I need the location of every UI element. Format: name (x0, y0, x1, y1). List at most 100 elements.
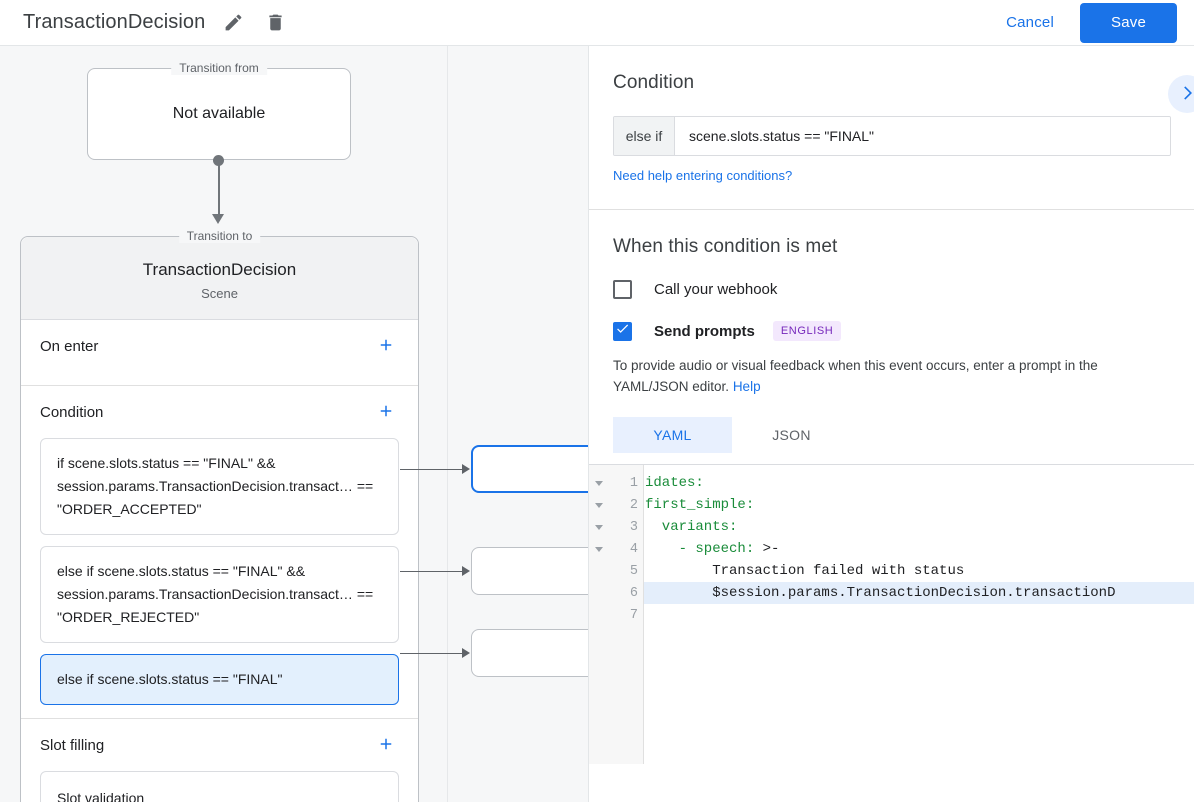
flow-canvas[interactable]: Transition from Not available Transition… (0, 46, 588, 802)
gutter-line[interactable]: 4 (589, 538, 643, 560)
transition-to-header[interactable]: Transition to TransactionDecision Scene (21, 229, 418, 320)
pencil-icon (223, 12, 244, 33)
section-on-enter: On enter (21, 320, 418, 386)
tab-yaml[interactable]: YAML (613, 417, 732, 453)
slot-validation-chip[interactable]: Slot validation (40, 771, 399, 802)
transition-to-subtitle: Scene (201, 286, 238, 301)
plus-icon (377, 402, 395, 423)
cancel-button[interactable]: Cancel (996, 6, 1064, 39)
connector-line (218, 160, 220, 218)
section-title-on-enter: On enter (40, 337, 99, 355)
section-header: Slot filling (21, 719, 418, 771)
plus-icon (377, 336, 395, 357)
code-line[interactable]: idates: (644, 472, 1194, 494)
line-number: 3 (629, 519, 638, 535)
edge-line (400, 571, 463, 572)
tab-json[interactable]: JSON (732, 417, 851, 453)
condition-chip[interactable]: if scene.slots.status == "FINAL" && sess… (40, 438, 399, 535)
prompts-help-link[interactable]: Help (732, 379, 761, 394)
line-number: 6 (629, 585, 638, 601)
gutter-line[interactable]: 6 (589, 582, 643, 604)
code-token-rest: >- (754, 541, 780, 557)
condition-chip[interactable]: else if scene.slots.status == "FINAL" &&… (40, 546, 399, 643)
section-header: Condition (21, 386, 418, 438)
webhook-row: Call your webhook (613, 280, 1170, 299)
condition-help-link[interactable]: Need help entering conditions? (613, 168, 793, 183)
gutter-line[interactable]: 2 (589, 494, 643, 516)
edge-arrow-icon (462, 464, 470, 474)
code-line-active[interactable]: $session.params.TransactionDecision.tran… (644, 582, 1194, 604)
chevron-right-icon (1177, 83, 1194, 106)
send-prompts-row: Send prompts ENGLISH (613, 321, 1170, 341)
panel-heading-condition: Condition (613, 72, 695, 93)
send-prompts-label: Send prompts (654, 322, 755, 340)
call-webhook-label: Call your webhook (654, 281, 778, 298)
transition-to-legend: Transition to (178, 229, 261, 243)
section-title-condition: Condition (40, 403, 104, 421)
code-line[interactable]: first_simple: (644, 494, 1194, 516)
fold-arrow-icon[interactable] (595, 502, 603, 508)
condition-chip-selected[interactable]: else if scene.slots.status == "FINAL" (40, 654, 399, 705)
editor-code-area[interactable]: idates: first_simple: variants: - speech… (644, 465, 1194, 764)
edge-line (400, 469, 463, 470)
code-editor[interactable]: 1 2 3 4 5 6 7 idates: first_simple: vari… (589, 464, 1194, 764)
when-condition-met-section: When this condition is met Call your web… (589, 210, 1194, 764)
code-line[interactable]: - speech: >- (644, 538, 1194, 560)
target-node[interactable] (471, 629, 588, 677)
section-header: On enter (21, 320, 418, 372)
check-icon (615, 321, 630, 341)
edit-name-button[interactable] (219, 9, 247, 37)
condition-field-row: else if (613, 116, 1171, 156)
target-node[interactable] (471, 445, 588, 493)
gutter-line[interactable]: 3 (589, 516, 643, 538)
transition-to-title: TransactionDecision (142, 260, 297, 279)
page-title: TransactionDecision (23, 11, 206, 33)
line-number: 7 (629, 607, 638, 623)
line-number: 1 (629, 475, 638, 491)
line-number: 2 (629, 497, 638, 513)
panel-heading-when-met: When this condition is met (613, 236, 838, 257)
transition-from-box[interactable]: Transition from Not available (87, 61, 351, 160)
gutter-line[interactable]: 1 (589, 472, 643, 494)
send-prompts-checkbox[interactable] (613, 321, 632, 341)
fold-arrow-icon[interactable] (595, 546, 603, 552)
call-webhook-checkbox[interactable] (613, 280, 632, 299)
condition-section: Condition else if Need help entering con… (589, 46, 1194, 210)
target-node[interactable] (471, 547, 588, 595)
editor-gutter: 1 2 3 4 5 6 7 (589, 465, 644, 764)
add-condition-button[interactable] (373, 399, 399, 425)
section-title-slot-filling: Slot filling (40, 736, 105, 754)
code-token-rest: $session.params.TransactionDecision.tran… (645, 585, 1116, 601)
prompts-hint: To provide audio or visual feedback when… (613, 355, 1170, 397)
editor-format-tabs: YAML JSON (613, 417, 1170, 453)
line-number: 4 (629, 541, 638, 557)
fold-arrow-icon[interactable] (595, 480, 603, 486)
canvas-gridline (447, 46, 448, 802)
code-line[interactable]: Transaction failed with status (644, 560, 1194, 582)
section-condition: Condition if scene.slots.status == "FINA… (21, 386, 418, 719)
gutter-line[interactable]: 7 (589, 604, 643, 626)
trash-icon (265, 12, 286, 33)
section-slot-filling: Slot filling Slot validation (21, 719, 418, 802)
delete-button[interactable] (261, 9, 289, 37)
fold-arrow-icon[interactable] (595, 524, 603, 530)
add-slot-filling-button[interactable] (373, 732, 399, 758)
save-button[interactable]: Save (1080, 2, 1177, 43)
top-bar: TransactionDecision Cancel Save (0, 0, 1194, 46)
code-token-key: idates: (645, 475, 704, 491)
code-token-key: first_simple: (645, 497, 755, 513)
transition-from-legend: Transition from (171, 61, 267, 75)
connector-arrow-icon (212, 214, 224, 224)
transition-to-card: Transition to TransactionDecision Scene … (20, 229, 419, 802)
edge-line (400, 653, 463, 654)
code-line[interactable] (644, 604, 1194, 626)
add-on-enter-button[interactable] (373, 333, 399, 359)
code-line[interactable]: variants: (644, 516, 1194, 538)
condition-input[interactable] (675, 117, 1170, 155)
gutter-line[interactable]: 5 (589, 560, 643, 582)
collapse-panel-button[interactable] (1168, 75, 1194, 113)
language-badge: ENGLISH (772, 321, 842, 341)
code-token-key: - speech: (645, 541, 755, 557)
panel-divider (589, 209, 1194, 210)
